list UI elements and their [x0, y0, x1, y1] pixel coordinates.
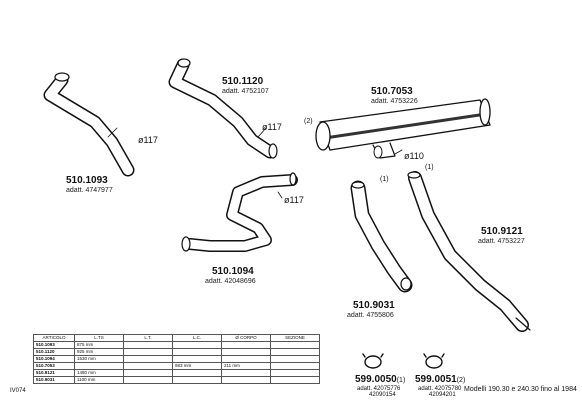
part-adatt-510-1094: adatt. 42048696	[205, 278, 256, 285]
table-cell: 925 mm	[74, 348, 124, 356]
part-code-510-1120: 510.1120	[222, 76, 264, 87]
table-cell	[270, 348, 320, 356]
table-cell	[221, 376, 271, 384]
part-marker-510-7053: (2)	[304, 118, 313, 125]
table-cell	[172, 355, 222, 363]
table-cell	[270, 362, 320, 370]
part-diameter-510-1093: ø117	[138, 135, 158, 145]
part-adatt-510-9121: adatt. 4753227	[478, 238, 525, 245]
table-cell	[172, 341, 222, 349]
pipe-510-1093	[43, 72, 135, 177]
table-header-cell: L.TS	[74, 334, 124, 342]
table-cell: 510.1094	[33, 355, 75, 363]
table-cell	[172, 369, 222, 377]
part-marker-510-9031: (1)	[380, 176, 389, 183]
models-label: Modelli 190.30 e 240.30 fino al 1984	[464, 386, 577, 393]
silencer-510-7053	[315, 98, 491, 159]
part-code-510-7053: 510.7053	[371, 86, 413, 97]
table-header-cell: ARTICOLO	[33, 334, 75, 342]
part-ref1-599-0051: adatt. 42075780	[418, 386, 462, 392]
part-code-510-9031: 510.9031	[353, 300, 395, 311]
pipe-510-9121	[407, 171, 531, 332]
part-code-510-9121: 510.9121	[481, 226, 523, 237]
part-ref2-599-0050: 42090154	[369, 392, 396, 398]
part-code-510-1093: 510.1093	[66, 175, 108, 186]
part-marker-510-9121: (1)	[425, 164, 434, 171]
part-ref1-599-0050: adatt. 42075776	[357, 386, 401, 392]
table-cell	[123, 362, 173, 370]
table-cell	[270, 376, 320, 384]
table-cell: 510.1093	[33, 341, 75, 349]
part-diameter-510-7053: ø110	[404, 151, 424, 161]
part-code-510-1094: 510.1094	[212, 266, 254, 277]
table-cell	[221, 369, 271, 377]
pipe-510-9031	[350, 180, 413, 293]
table-cell: 1100 mm	[74, 376, 124, 384]
table-header-cell: L.C.	[172, 334, 222, 342]
table-cell	[74, 362, 124, 370]
table-cell	[172, 376, 222, 384]
table-cell	[270, 369, 320, 377]
table-cell	[221, 348, 271, 356]
table-cell: 510.7053	[33, 362, 75, 370]
table-cell: 510.9121	[33, 369, 75, 377]
part-adatt-510-1120: adatt. 4752107	[222, 88, 269, 95]
table-cell: 875 mm	[74, 341, 124, 349]
part-code-599-0051: 599.0051(2)	[415, 374, 466, 385]
table-header-cell: L.T.	[123, 334, 173, 342]
table-header-cell: Ø CORPO	[221, 334, 271, 342]
table-cell	[270, 355, 320, 363]
parts-table: ARTICOLO L.TS L.T. L.C. Ø CORPO SEZIONE …	[33, 334, 320, 384]
table-cell: 1480 mm	[74, 369, 124, 377]
table-cell	[221, 341, 271, 349]
part-code-599-0050: 599.0050(1)	[355, 374, 406, 385]
part-adatt-510-7053: adatt. 4753226	[371, 98, 418, 105]
table-cell: 510.9031	[33, 376, 75, 384]
table-cell	[270, 341, 320, 349]
table-cell	[123, 355, 173, 363]
table-cell: 211 mm	[221, 362, 271, 370]
table-cell	[221, 355, 271, 363]
part-diameter-510-1120: ø117	[262, 122, 282, 132]
table-cell	[172, 348, 222, 356]
table-cell	[123, 348, 173, 356]
part-diameter-510-1094: ø117	[284, 195, 304, 205]
table-cell	[123, 341, 173, 349]
table-cell: 1530 mm	[74, 355, 124, 363]
table-cell	[123, 369, 173, 377]
table-cell: 983 mm	[172, 362, 222, 370]
part-adatt-510-9031: adatt. 4755806	[347, 312, 394, 319]
table-cell: 510.1120	[33, 348, 75, 356]
clamp-599-0050	[362, 353, 384, 369]
part-ref2-599-0051: 42094201	[429, 392, 456, 398]
drawing-reference: IV074	[10, 388, 26, 394]
table-header-row: ARTICOLO L.TS L.T. L.C. Ø CORPO SEZIONE	[33, 334, 320, 342]
clamp-599-0051	[423, 353, 445, 369]
part-adatt-510-1093: adatt. 4747977	[66, 187, 113, 194]
pipe-510-1094	[181, 172, 298, 252]
pipe-510-1120	[168, 58, 278, 159]
table-header-cell: SEZIONE	[270, 334, 320, 342]
table-cell	[123, 376, 173, 384]
